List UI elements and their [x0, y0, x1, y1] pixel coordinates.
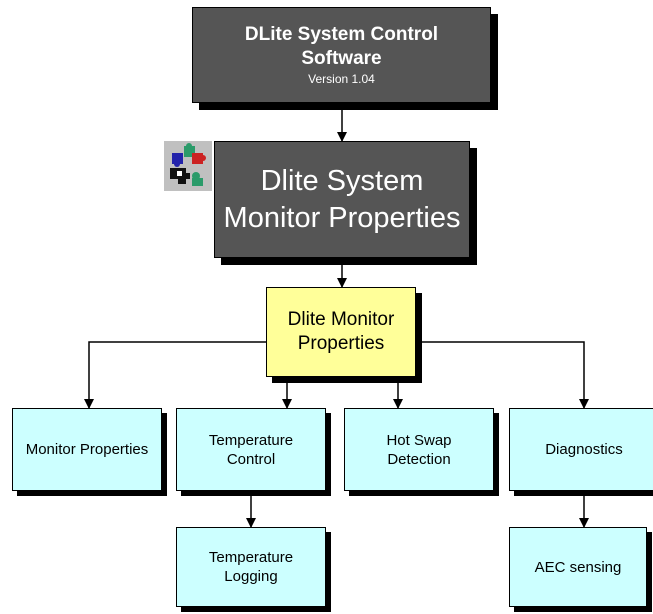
temperature-logging-label-line-2: Logging	[224, 568, 278, 585]
software-title-line-2: Software	[301, 48, 382, 69]
puzzle-pieces-icon	[164, 141, 212, 191]
dlite-system-monitor-properties-box: Dlite System Monitor Properties	[214, 141, 470, 258]
temperature-logging-box: Temperature Logging	[176, 527, 326, 607]
aec-sensing-label: AEC sensing	[534, 558, 622, 576]
arrow-to-diagnostics	[416, 341, 589, 409]
aec-sensing-box: AEC sensing	[509, 527, 647, 607]
arrow-to-monitor-properties	[84, 341, 266, 409]
monitor-properties-title-line-2: Properties	[297, 333, 385, 354]
temperature-control-label-line-2: Control	[226, 450, 276, 468]
monitor-properties-title-line-1: Dlite Monitor	[287, 309, 395, 330]
monitor-properties-box: Monitor Properties	[12, 408, 162, 491]
software-version-label: Version 1.04	[308, 72, 375, 86]
hot-swap-detection-label-line-1: Hot Swap	[386, 431, 452, 449]
system-monitor-title-line-1: Dlite System	[260, 164, 424, 197]
hot-swap-detection-box: Hot Swap Detection	[344, 408, 494, 491]
dlite-system-control-software-box: DLite System Control Software Version 1.…	[192, 7, 491, 103]
software-title-line-1: DLite System Control	[244, 24, 439, 45]
system-monitor-title-line-2: Monitor Properties	[223, 201, 461, 234]
hot-swap-detection-label-line-2: Detection	[387, 450, 451, 468]
temperature-logging-label-line-1: Temperature	[208, 549, 294, 566]
temperature-control-box: Temperature Control	[176, 408, 326, 491]
temperature-control-label-line-1: Temperature	[208, 431, 294, 449]
dlite-monitor-properties-box: Dlite Monitor Properties	[266, 287, 416, 377]
monitor-properties-label: Monitor Properties	[25, 441, 149, 458]
diagnostics-box: Diagnostics	[509, 408, 653, 491]
diagnostics-label: Diagnostics	[545, 441, 623, 458]
